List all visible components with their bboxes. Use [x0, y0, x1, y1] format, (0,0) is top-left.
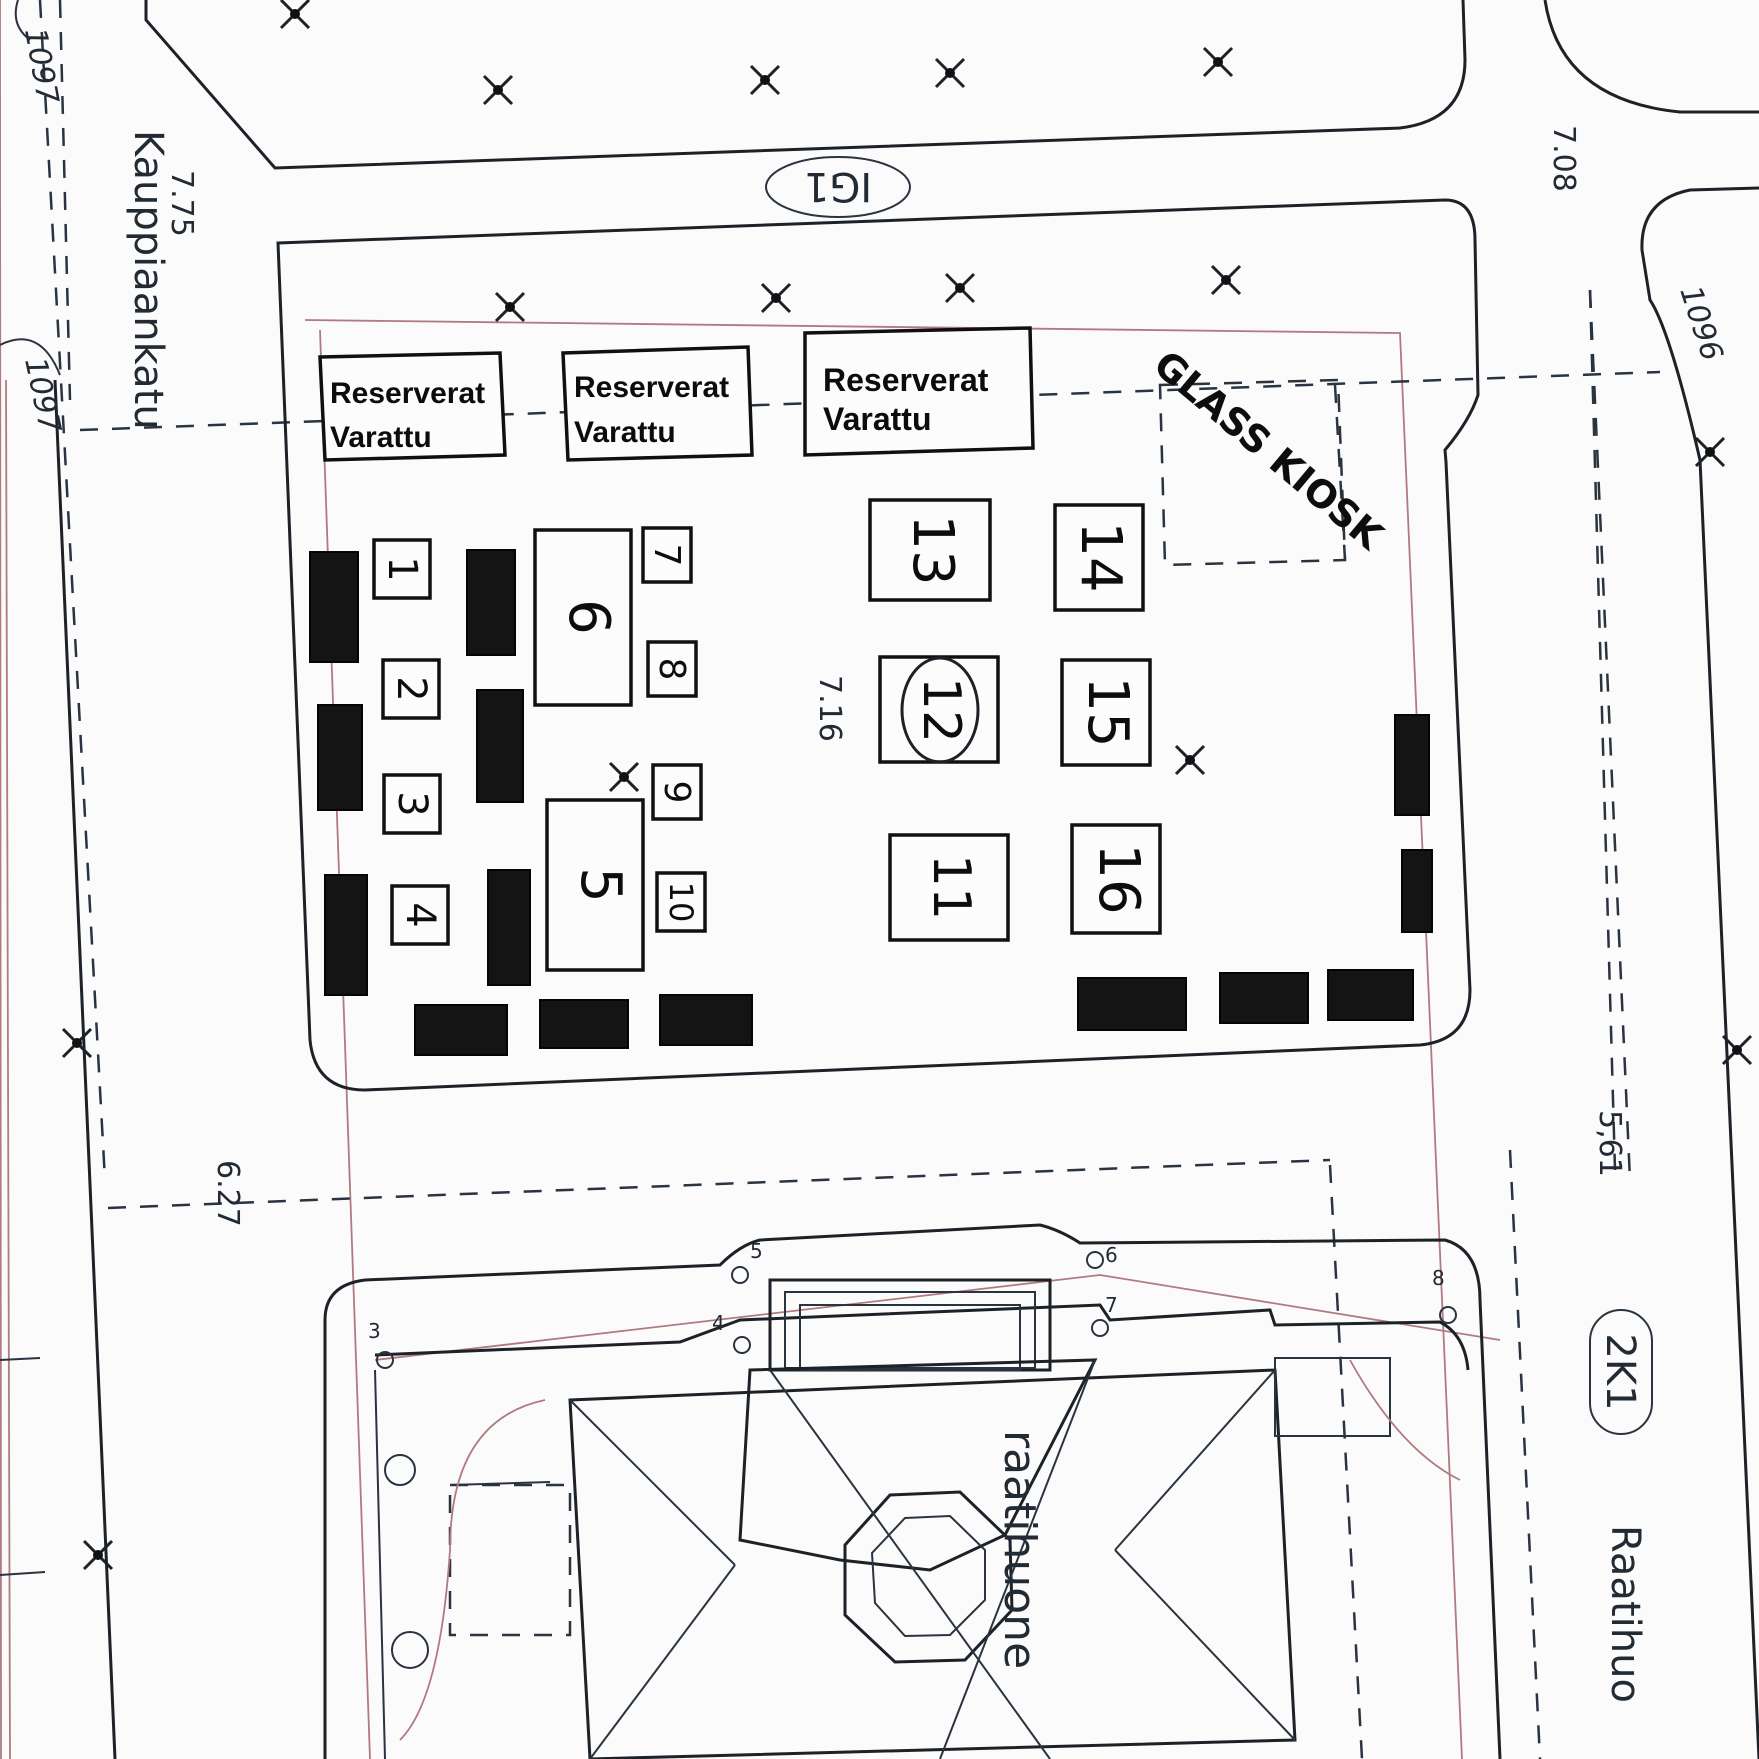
- stall-14: 14: [1053, 503, 1145, 612]
- svg-text:9: 9: [656, 781, 697, 804]
- svg-text:Varattu: Varattu: [823, 401, 931, 437]
- north-east-block-outline: [1543, 0, 1759, 114]
- svg-text:3: 3: [389, 791, 435, 816]
- stall-13: 13: [868, 498, 992, 602]
- elevation-716: 7.16: [812, 675, 847, 742]
- northern-block-outline: [144, 0, 1467, 170]
- svg-text:16: 16: [1086, 843, 1151, 914]
- reserved-stall-1: Reserverat Varattu: [318, 351, 507, 462]
- svg-text:IG1: IG1: [804, 163, 872, 209]
- east-block-outline: [1640, 186, 1759, 1759]
- svg-text:Varattu: Varattu: [574, 416, 676, 449]
- svg-text:10: 10: [662, 882, 700, 923]
- glass-kiosk: GLASS KIOSK: [1146, 342, 1393, 567]
- stall-11: 11: [888, 833, 1010, 942]
- svg-text:Reserverat: Reserverat: [330, 377, 485, 410]
- stall-3: 3: [382, 773, 442, 835]
- stall-5: 5: [545, 798, 645, 972]
- svg-text:3: 3: [368, 1319, 381, 1343]
- elevation-708: 7.08: [1546, 125, 1581, 192]
- svg-text:14: 14: [1068, 521, 1133, 592]
- elevation-561: 5,61: [1592, 1110, 1627, 1177]
- stall-1: 1: [372, 538, 432, 600]
- stall-15: 15: [1060, 658, 1152, 767]
- town-hall-block: raatihuone 3 4 5 6 7 8: [323, 1223, 1502, 1759]
- svg-text:Varattu: Varattu: [330, 421, 432, 454]
- street-name-raatihuone-east: Raatihuo: [1602, 1525, 1648, 1703]
- stall-9: 9: [651, 763, 703, 821]
- parcel-number-1096: 1096: [1672, 282, 1729, 365]
- stall-10: 10: [655, 871, 707, 933]
- svg-text:6: 6: [556, 599, 621, 635]
- svg-text:6: 6: [1105, 1243, 1118, 1267]
- svg-text:4: 4: [712, 1311, 725, 1335]
- svg-text:2: 2: [388, 676, 434, 701]
- svg-text:Reserverat: Reserverat: [574, 371, 729, 404]
- stall-8: 8: [646, 640, 698, 698]
- elevation-775: 7.75: [164, 170, 199, 237]
- survey-points: 3 4 5 6 7 8: [368, 1239, 1457, 1369]
- svg-text:7: 7: [646, 544, 687, 567]
- benches: [309, 549, 1433, 1056]
- svg-text:15: 15: [1075, 676, 1140, 747]
- west-street-lines: [0, 0, 117, 1759]
- svg-text:Reserverat: Reserverat: [823, 362, 989, 398]
- tree-symbol: [384, 1454, 429, 1669]
- plan-code-2k1: 2K1: [1589, 1309, 1653, 1435]
- stall-16: 16: [1070, 823, 1162, 935]
- stall-12: 12: [878, 655, 1000, 764]
- svg-text:2K1: 2K1: [1597, 1333, 1643, 1410]
- property-lines: [0, 0, 1501, 1759]
- svg-text:12: 12: [911, 677, 971, 743]
- svg-text:13: 13: [900, 514, 965, 585]
- svg-text:11: 11: [921, 854, 981, 920]
- reserved-stall-3: Reserverat Varattu: [803, 326, 1035, 457]
- svg-text:5: 5: [568, 867, 633, 903]
- elevation-627: 6.27: [210, 1160, 245, 1227]
- svg-text:8: 8: [651, 658, 692, 681]
- stall-7: 7: [641, 526, 693, 584]
- stall-6: 6: [533, 528, 633, 707]
- reserved-stall-2: Reserverat Varattu: [561, 345, 754, 462]
- svg-text:1: 1: [379, 556, 425, 581]
- stall-2: 2: [381, 658, 441, 720]
- tree-markers: [61, 0, 1753, 1571]
- svg-text:8: 8: [1432, 1266, 1445, 1290]
- svg-text:GLASS KIOSK: GLASS KIOSK: [1146, 342, 1393, 559]
- svg-text:5: 5: [750, 1239, 763, 1263]
- parcel-number-1097-top: 1097: [17, 25, 65, 106]
- market-square-outline: [276, 198, 1480, 1092]
- stall-4: 4: [390, 884, 450, 946]
- svg-text:4: 4: [397, 902, 443, 927]
- svg-text:7: 7: [1105, 1293, 1118, 1317]
- market-stalls: 1 2 3 4 5 6 7 8 9 10 11 12 13 14 15 16: [372, 498, 1162, 972]
- town-hall-name: raatihuone: [994, 1430, 1045, 1669]
- street-name-kauppiaankatu: Kauppiaankatu: [125, 130, 171, 430]
- plan-code-ig1: IG1: [765, 156, 911, 218]
